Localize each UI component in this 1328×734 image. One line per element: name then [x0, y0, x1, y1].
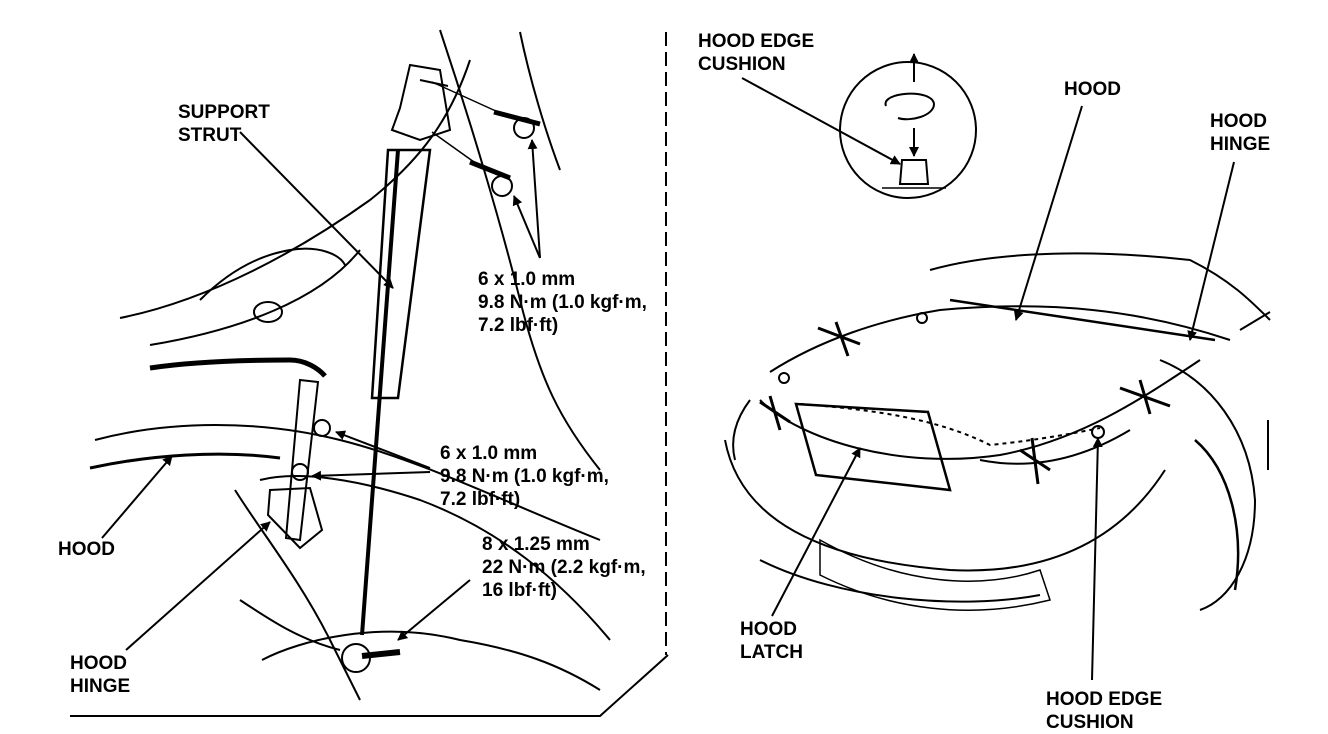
label-hood-latch: HOOD LATCH	[740, 619, 803, 663]
car-grille	[794, 402, 952, 492]
bolt-lower	[361, 649, 401, 659]
label-hood-hinge-left: HOOD HINGE	[70, 653, 131, 697]
rotate-arrow	[884, 92, 936, 121]
label-bolt-lower: 8 x 1.25 mm 22 N·m (2.2 kgf·m, 16 lbf·ft…	[482, 534, 646, 601]
support-strut-cylinder	[370, 148, 432, 400]
left-panel	[70, 29, 669, 717]
cushion-marker-b	[759, 395, 791, 431]
hood-panel-hole	[253, 301, 283, 323]
support-strut-rod	[360, 149, 400, 636]
label-hood-right: HOOD	[1064, 79, 1121, 100]
hood-hidden-line	[799, 403, 1101, 447]
panel-bottom-edge	[70, 654, 669, 717]
car-lower-grille	[819, 538, 1051, 611]
cushion-marker-a	[817, 321, 861, 357]
cushion-detail-circle	[839, 61, 977, 199]
label-hood-hinge-right: HOOD HINGE	[1210, 111, 1271, 155]
label-hood-edge-cushion-bottom: HOOD EDGE CUSHION	[1046, 689, 1163, 733]
hinge-bracket	[284, 378, 320, 542]
label-hood-left: HOOD	[58, 539, 115, 560]
label-bolt-middle: 6 x 1.0 mm 9.8 N·m (1.0 kgf·m, 7.2 lbf·f…	[440, 443, 609, 510]
label-hood-edge-cushion-top: HOOD EDGE CUSHION	[698, 31, 815, 75]
label-bolt-upper: 6 x 1.0 mm 9.8 N·m (1.0 kgf·m, 7.2 lbf·f…	[478, 269, 647, 336]
car-bumper	[724, 439, 1166, 572]
car-hood-surface	[769, 305, 1231, 373]
bolt-middle-a	[313, 419, 331, 437]
label-support-strut: SUPPORT STRUT	[178, 102, 270, 146]
car-front-edge	[759, 359, 1201, 460]
car-windshield	[929, 252, 1271, 321]
hood-panel-outline	[439, 29, 601, 471]
bolt-middle-b	[291, 463, 309, 481]
car-fender	[1159, 359, 1257, 611]
car-wheel	[1194, 439, 1240, 591]
car-headlight-right	[979, 429, 1131, 465]
cushion-knob	[898, 159, 930, 185]
cushion-marker-d	[1019, 437, 1051, 485]
right-panel	[724, 53, 1271, 681]
cushion-marker-c	[1119, 379, 1171, 415]
